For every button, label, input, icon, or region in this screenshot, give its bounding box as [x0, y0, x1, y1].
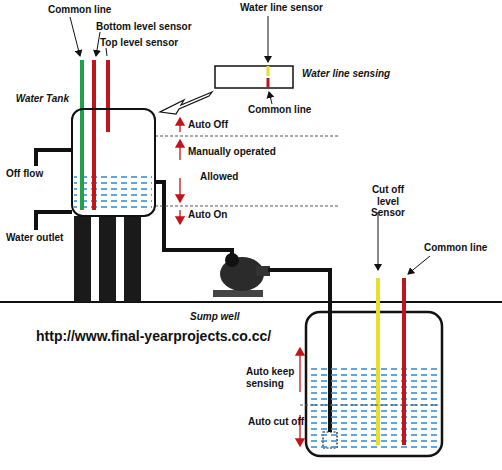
- level-note: Manually operated: [188, 146, 276, 158]
- wire-name: Top level sensor: [100, 37, 178, 49]
- tank-heading: Water Tank: [16, 93, 69, 104]
- wire-name: Common line: [424, 242, 487, 254]
- tank-leg: [74, 216, 91, 302]
- inset-title: Water line sensing: [302, 68, 390, 80]
- outlet-pipe: [36, 212, 72, 230]
- wire-name: Bottom level sensor: [96, 21, 192, 33]
- leader: [269, 92, 272, 104]
- leader: [268, 16, 269, 62]
- watermark: http://www.final-yearprojects.co.cc/: [36, 328, 271, 344]
- sump-well: [306, 312, 442, 456]
- bottom-sensor-wire: [80, 60, 84, 210]
- tank-leg: [99, 216, 116, 302]
- pipe-name: Water outlet: [6, 232, 63, 244]
- place-name: Sump well: [190, 311, 239, 323]
- sump-water: [310, 365, 438, 452]
- leader: [408, 256, 430, 274]
- level-arrow: [179, 178, 180, 202]
- leader: [378, 212, 379, 270]
- cut-off-level: [300, 405, 440, 406]
- level-arrow: [179, 210, 180, 224]
- top-sensor-wire: [106, 60, 110, 132]
- leader: [96, 32, 100, 56]
- level-arrow: [299, 348, 300, 392]
- wire-name: Cut off level Sensor: [362, 184, 414, 219]
- leader: [70, 17, 80, 56]
- pointer-arrow: [160, 92, 212, 114]
- tank-leg: [124, 216, 141, 302]
- level-note: Auto On: [188, 209, 227, 221]
- wire-name: Water line sensor: [240, 2, 323, 14]
- tank-water: [74, 176, 152, 212]
- auto-on-level: [155, 206, 340, 207]
- level-note: Auto keep sensing: [246, 366, 298, 389]
- delivery-pipe: [154, 182, 232, 256]
- cut-off-sensor-wire: [376, 278, 380, 445]
- common-wire: [267, 78, 270, 88]
- pump: [213, 253, 270, 297]
- pipe-name: Off flow: [6, 168, 43, 180]
- water-tank: Water Tank: [71, 108, 156, 217]
- level-arrow: [179, 118, 180, 132]
- common-wire: [402, 278, 406, 445]
- level-note: Allowed: [200, 171, 238, 183]
- sensor-inset: [215, 66, 293, 88]
- off-flow-pipe: [36, 150, 72, 166]
- level-note: Auto cut off: [248, 416, 304, 428]
- common-wire: [92, 60, 96, 210]
- wire-name: Common line: [248, 104, 311, 116]
- leader: [106, 48, 107, 56]
- water-line-sensor-wire: [267, 66, 270, 76]
- level-note: Auto Off: [188, 119, 228, 131]
- wire-name: Common line: [48, 4, 111, 16]
- level-arrow: [179, 140, 180, 160]
- auto-off-level: [155, 136, 340, 137]
